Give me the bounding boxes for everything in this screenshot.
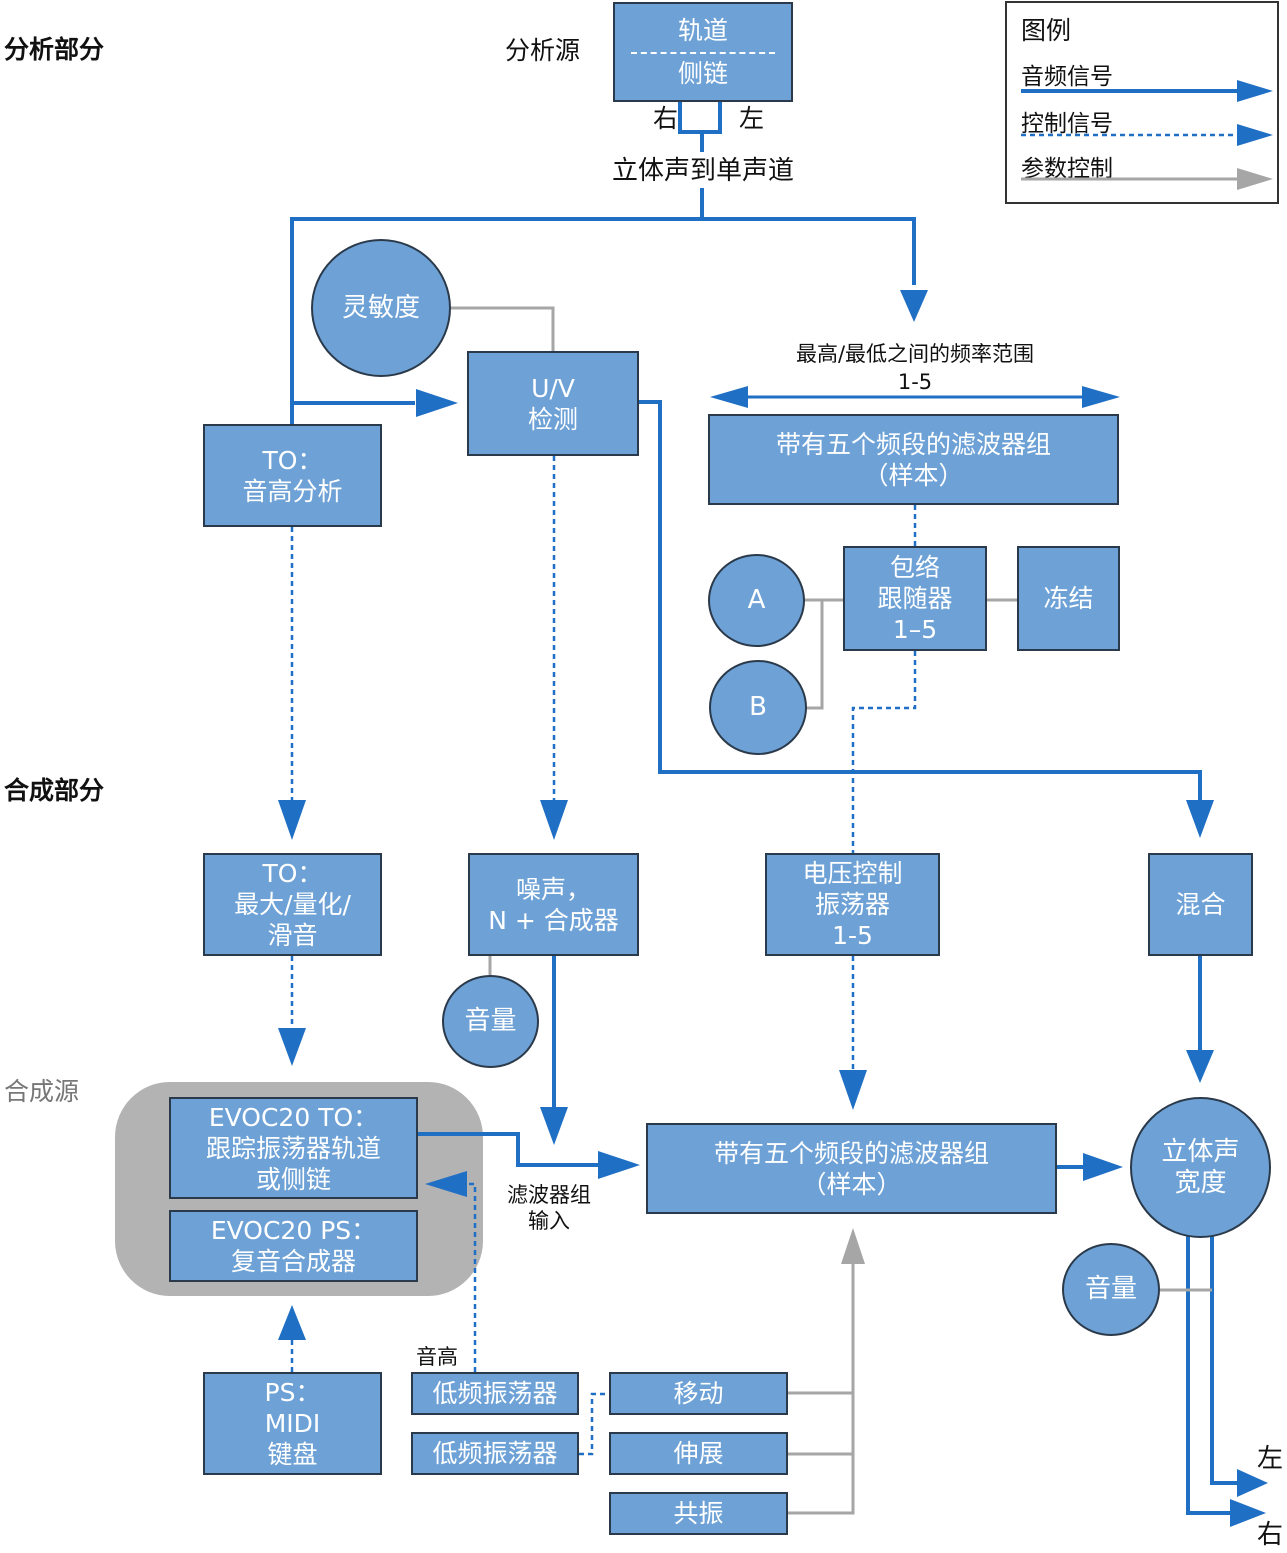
- stereo-width-knob: 立体声 宽度: [1130, 1097, 1271, 1238]
- legend-audio-label: 音频信号: [1021, 64, 1113, 90]
- envelope-line1: 包络: [889, 553, 940, 582]
- freeze-box: 冻结: [1017, 546, 1120, 651]
- synthesis-filter-bank-box: 带有五个频段的滤波器组 （样本）: [646, 1123, 1057, 1214]
- to-max-line1: TO：: [262, 859, 323, 888]
- analysis-source-box: 轨道 侧链: [613, 2, 793, 102]
- evoc-to-box: EVOC20 TO： 跟踪振荡器轨道 或侧链: [169, 1097, 418, 1199]
- knob-a: A: [708, 554, 805, 647]
- filter-input-label-2: 输入: [528, 1209, 570, 1233]
- to-max-line3: 滑音: [267, 921, 318, 950]
- vco-line3: 1-5: [832, 921, 873, 950]
- analysis-filter-bank-box: 带有五个频段的滤波器组 （样本）: [708, 414, 1119, 505]
- output-volume-label: 音量: [1084, 1274, 1137, 1304]
- analysis-source-sidechain: 侧链: [677, 59, 728, 88]
- freq-range-count: 1-5: [897, 370, 933, 394]
- synthesis-bank-line2: （样本）: [801, 1169, 902, 1199]
- channel-right-label: 右: [653, 104, 679, 133]
- shift-box: 移动: [609, 1372, 788, 1415]
- legend-title: 图例: [1021, 16, 1072, 45]
- to-max-line2: 最大/量化/: [234, 890, 351, 919]
- noise-line2: N + 合成器: [488, 905, 619, 935]
- ps-midi-line2: MIDI: [264, 1409, 321, 1438]
- sensitivity-knob: 灵敏度: [311, 239, 451, 377]
- uv-detection-box: U/V 检测: [467, 351, 639, 456]
- shift-label: 移动: [673, 1379, 724, 1408]
- sensitivity-label: 灵敏度: [341, 292, 420, 323]
- legend: 图例 音频信号 控制信号 参数控制: [1005, 1, 1279, 204]
- output-volume-knob: 音量: [1062, 1243, 1160, 1336]
- to-pitch-line1: TO：: [262, 445, 323, 475]
- synth-source-label: 合成源: [4, 1077, 80, 1106]
- freq-range-label: 最高/最低之间的频率范围: [795, 342, 1035, 366]
- stretch-box: 伸展: [609, 1432, 788, 1475]
- analysis-bank-line1: 带有五个频段的滤波器组: [775, 429, 1051, 459]
- vco-line2: 振荡器: [814, 890, 890, 919]
- stereo-width-line1: 立体声: [1161, 1136, 1240, 1167]
- to-pitch-line2: 音高分析: [242, 476, 343, 506]
- mix-box: 混合: [1148, 853, 1253, 956]
- mix-label: 混合: [1175, 890, 1226, 919]
- analysis-bank-line2: （样本）: [863, 460, 964, 490]
- vco-line1: 电压控制: [802, 859, 903, 888]
- channel-left-label: 左: [739, 104, 765, 133]
- legend-swatches: [1021, 80, 1273, 190]
- lfo-1-label: 低频振荡器: [432, 1379, 558, 1408]
- stereo-to-mono-connector: [678, 102, 722, 134]
- evoc-to-line3: 或侧链: [255, 1164, 331, 1194]
- envelope-line2: 跟随器: [877, 584, 953, 613]
- output-left-label: 左: [1257, 1444, 1284, 1474]
- analysis-source-divider: [631, 52, 775, 54]
- filter-input-label: 滤波器组: [507, 1183, 591, 1207]
- analysis-source-track: 轨道: [677, 16, 728, 45]
- lfo-2-box: 低频振荡器: [411, 1432, 579, 1475]
- stereo-width-line2: 宽度: [1174, 1167, 1227, 1198]
- knob-b: B: [709, 660, 807, 755]
- to-pitch-analysis-box: TO： 音高分析: [203, 424, 382, 527]
- synthesis-bank-line1: 带有五个频段的滤波器组: [713, 1138, 989, 1168]
- lfo-2-label: 低频振荡器: [432, 1439, 558, 1468]
- noise-volume-knob: 音量: [442, 975, 539, 1068]
- noise-volume-label: 音量: [464, 1006, 517, 1036]
- lfo-1-box: 低频振荡器: [411, 1372, 579, 1415]
- mono-split-line: [290, 188, 704, 424]
- evoc-to-line1: EVOC20 TO：: [208, 1102, 379, 1132]
- freeze-label: 冻结: [1043, 584, 1094, 613]
- resonance-label: 共振: [673, 1499, 724, 1528]
- ps-midi-line1: PS：: [264, 1378, 321, 1407]
- envelope-line3: 1–5: [892, 615, 938, 644]
- evoc-ps-line1: EVOC20 PS：: [210, 1216, 377, 1245]
- ps-midi-line3: 键盘: [267, 1440, 318, 1469]
- resonance-box: 共振: [609, 1492, 788, 1535]
- analysis-source-label: 分析源: [505, 36, 581, 65]
- stereo-to-mono-label: 立体声到单声道: [611, 156, 795, 186]
- synthesis-section-title: 合成部分: [4, 776, 105, 805]
- noise-synth-box: 噪声， N + 合成器: [468, 853, 639, 956]
- ps-midi-keyboard-box: PS： MIDI 键盘: [203, 1372, 382, 1475]
- knob-b-label: B: [749, 692, 767, 722]
- evoc-ps-box: EVOC20 PS： 复音合成器: [169, 1210, 418, 1282]
- knob-a-label: A: [747, 585, 766, 615]
- legend-control-label: 控制信号: [1021, 111, 1113, 137]
- noise-line1: 噪声，: [515, 874, 591, 904]
- vco-box: 电压控制 振荡器 1-5: [765, 853, 940, 956]
- uv-line1: U/V: [531, 373, 575, 403]
- evoc-to-line2: 跟踪振荡器轨道: [205, 1133, 381, 1163]
- frequency-range-arrow: [710, 386, 1120, 408]
- evoc-ps-line2: 复音合成器: [230, 1247, 356, 1276]
- stretch-label: 伸展: [673, 1439, 724, 1468]
- analysis-section-title: 分析部分: [4, 35, 105, 64]
- uv-line2: 检测: [527, 404, 578, 434]
- output-right-label: 右: [1257, 1520, 1284, 1550]
- to-max-quantize-glide-box: TO： 最大/量化/ 滑音: [203, 853, 382, 956]
- pitch-label: 音高: [416, 1345, 458, 1369]
- envelope-follower-box: 包络 跟随器 1–5: [843, 546, 987, 651]
